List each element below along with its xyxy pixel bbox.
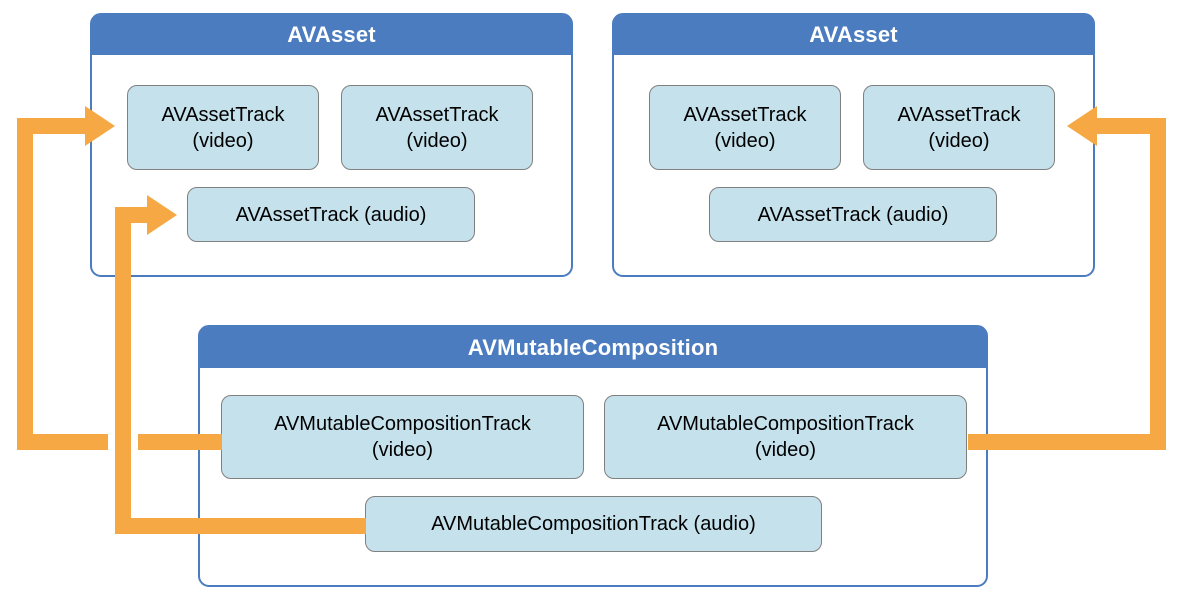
avassettrack-video-1-left: AVAssetTrack (video)	[127, 85, 319, 170]
track-label-line2: (video)	[754, 439, 817, 461]
avmutablecomposition-title: AVMutableComposition	[200, 327, 986, 368]
track-label-line2: (video)	[192, 129, 254, 152]
avassettrack-audio-left: AVAssetTrack (audio)	[187, 187, 475, 242]
track-label-line2: (video)	[714, 129, 776, 152]
track-label-line1: AVAssetTrack	[375, 103, 499, 126]
track-label: AVAssetTrack (audio)	[757, 203, 949, 226]
track-label-line2: (video)	[371, 439, 434, 461]
compositiontrack-audio: AVMutableCompositionTrack (audio)	[365, 496, 822, 552]
avassettrack-video-1-right: AVAssetTrack (video)	[649, 85, 841, 170]
track-label-line1: AVMutableCompositionTrack	[657, 413, 914, 435]
track-label-line2: (video)	[928, 129, 990, 152]
avasset-right-title: AVAsset	[614, 15, 1093, 55]
track-label-line1: AVAssetTrack	[683, 103, 807, 126]
track-label-line1: AVAssetTrack	[161, 103, 285, 126]
avassettrack-video-2-left: AVAssetTrack (video)	[341, 85, 533, 170]
compositiontrack-video-1: AVMutableCompositionTrack (video)	[221, 395, 584, 479]
compositiontrack-video-2: AVMutableCompositionTrack (video)	[604, 395, 967, 479]
avmutablecomposition-box: AVMutableComposition AVMutableCompositio…	[198, 325, 988, 587]
avasset-box-left: AVAsset AVAssetTrack (video) AVAssetTrac…	[90, 13, 573, 277]
avasset-left-title: AVAsset	[92, 15, 571, 55]
track-label-line1: AVAssetTrack	[897, 103, 1021, 126]
track-label-line1: AVMutableCompositionTrack	[274, 413, 531, 435]
track-label: AVAssetTrack (audio)	[235, 203, 427, 226]
avasset-box-right: AVAsset AVAssetTrack (video) AVAssetTrac…	[612, 13, 1095, 277]
track-label-line2: (video)	[406, 129, 468, 152]
track-label: AVMutableCompositionTrack (audio)	[431, 513, 756, 535]
avassettrack-audio-right: AVAssetTrack (audio)	[709, 187, 997, 242]
avassettrack-video-2-right: AVAssetTrack (video)	[863, 85, 1055, 170]
